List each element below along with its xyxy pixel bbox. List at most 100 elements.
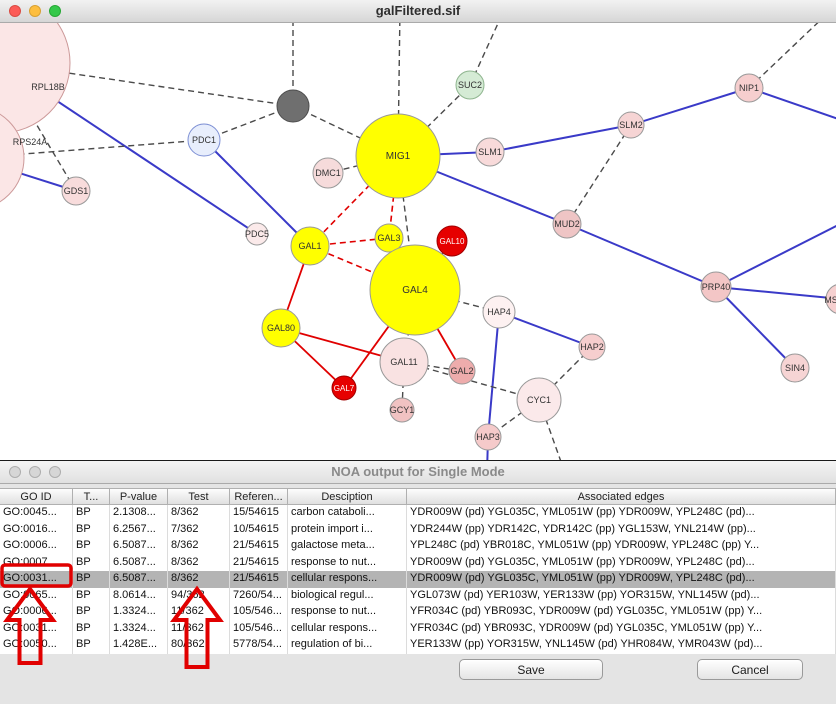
table-cell: 6.5087... <box>110 571 168 588</box>
edge-HAP4-HAP3[interactable] <box>487 311 500 438</box>
close-button[interactable] <box>9 5 21 17</box>
table-cell: BP <box>73 637 110 654</box>
node-HAP4[interactable] <box>482 295 516 329</box>
network-window-titlebar[interactable]: galFiltered.sif <box>0 0 836 23</box>
node-MIG1[interactable] <box>355 113 441 199</box>
node-RPL18B[interactable] <box>0 23 71 134</box>
edge-HAP4-HAP2[interactable] <box>498 311 593 348</box>
node-SLM2[interactable] <box>617 111 645 139</box>
edge-PDC1-GAL1[interactable] <box>203 139 311 247</box>
table-cell: YDR009W (pd) YGL035C, YML051W (pp) YDR00… <box>407 505 836 522</box>
node-GAL11[interactable] <box>379 337 429 387</box>
table-cell: GO:0006... <box>0 604 73 621</box>
node-label-GAL4: GAL4 <box>402 285 428 296</box>
node-MSN[interactable] <box>825 284 836 314</box>
zoom-button[interactable] <box>49 5 61 17</box>
close-button[interactable] <box>9 466 21 478</box>
cancel-button[interactable]: Cancel <box>697 659 803 680</box>
node-GAL7[interactable] <box>331 375 357 401</box>
node-label-PRP40: PRP40 <box>702 282 731 292</box>
table-cell: 1.3324... <box>110 604 168 621</box>
table-cell: protein import i... <box>288 521 407 538</box>
node-GAL80[interactable] <box>261 308 301 348</box>
node-SIN4[interactable] <box>780 353 810 383</box>
column-header-3[interactable]: Test <box>168 489 230 504</box>
table-cell: 5778/54... <box>230 637 288 654</box>
noa-window-titlebar[interactable]: NOA output for Single Mode <box>0 461 836 484</box>
node-label-GAL2: GAL2 <box>450 366 473 376</box>
node-SLM1[interactable] <box>475 137 505 167</box>
node-label-PDC1: PDC1 <box>192 135 216 145</box>
table-cell: GO:0016... <box>0 521 73 538</box>
edge-NIP1-oTR[interactable] <box>748 23 828 89</box>
node-SUC2[interactable] <box>455 70 485 100</box>
node-GAL2[interactable] <box>448 357 476 385</box>
edge-PRP40-oR2[interactable] <box>715 219 836 288</box>
edge-GDS1-RPS24A[interactable] <box>0 158 77 192</box>
edge-MIG1-SUC2[interactable] <box>397 84 471 157</box>
node-NIP1[interactable] <box>734 73 764 103</box>
table-cell: YER133W (pp) YOR315W, YNL145W (pd) YHR08… <box>407 637 836 654</box>
node-GAL4[interactable] <box>369 244 461 336</box>
column-header-0[interactable]: GO ID <box>0 489 73 504</box>
save-button[interactable]: Save <box>459 659 603 680</box>
column-header-5[interactable]: Desciption <box>288 489 407 504</box>
edge-SLM1-SLM2[interactable] <box>489 124 632 153</box>
node-DMC1[interactable] <box>312 157 344 189</box>
column-header-2[interactable]: P-value <box>110 489 168 504</box>
node-MUD2[interactable] <box>552 209 582 239</box>
table-cell: 7/362 <box>168 521 230 538</box>
table-cell: cellular respons... <box>288 620 407 637</box>
node-label-SIN4: SIN4 <box>785 363 805 373</box>
node-GAL1[interactable] <box>290 226 330 266</box>
table-cell: 2.1308... <box>110 505 168 522</box>
column-header-6[interactable]: Associated edges <box>407 489 836 504</box>
edge-SLM2-NIP1[interactable] <box>630 87 750 126</box>
column-header-1[interactable]: T... <box>73 489 110 504</box>
table-cell: 1.428E... <box>110 637 168 654</box>
node-label-HAP4: HAP4 <box>487 307 511 317</box>
node-CYC1[interactable] <box>516 377 562 423</box>
node-GCY1[interactable] <box>389 397 415 423</box>
node-PDC1[interactable] <box>187 123 221 157</box>
table-cell: YFR034C (pd) YBR093C, YDR009W (pd) YGL03… <box>407 604 836 621</box>
node-label-CYC1: CYC1 <box>527 395 551 405</box>
minimize-button[interactable] <box>29 466 41 478</box>
node-UNKNOWN[interactable] <box>276 89 310 123</box>
node-PRP40[interactable] <box>700 271 732 303</box>
edge-SLM2-MUD2[interactable] <box>566 124 632 225</box>
node-GAL3[interactable] <box>374 223 404 253</box>
node-RPS24A[interactable] <box>0 106 25 210</box>
table-cell: BP <box>73 587 110 604</box>
node-HAP2[interactable] <box>578 333 606 361</box>
edge-PRP40-SIN4[interactable] <box>715 286 796 369</box>
table-cell: 6.2567... <box>110 521 168 538</box>
node-GDS1[interactable] <box>61 176 91 206</box>
table-cell: 21/54615 <box>230 554 288 571</box>
node-label-HAP2: HAP2 <box>580 342 604 352</box>
edge-NIP1-oR1[interactable] <box>748 87 836 123</box>
minimize-button[interactable] <box>29 5 41 17</box>
node-GAL10[interactable] <box>436 225 468 257</box>
table-cell: BP <box>73 620 110 637</box>
zoom-button[interactable] <box>49 466 61 478</box>
column-header-4[interactable]: Referen... <box>230 489 288 504</box>
node-PDC5[interactable] <box>245 222 269 246</box>
edge-PRP40-MSN[interactable] <box>715 286 836 300</box>
edge-MUD2-PRP40[interactable] <box>566 223 717 288</box>
table-cell: GO:0065... <box>0 587 73 604</box>
node-HAP3[interactable] <box>474 423 502 451</box>
